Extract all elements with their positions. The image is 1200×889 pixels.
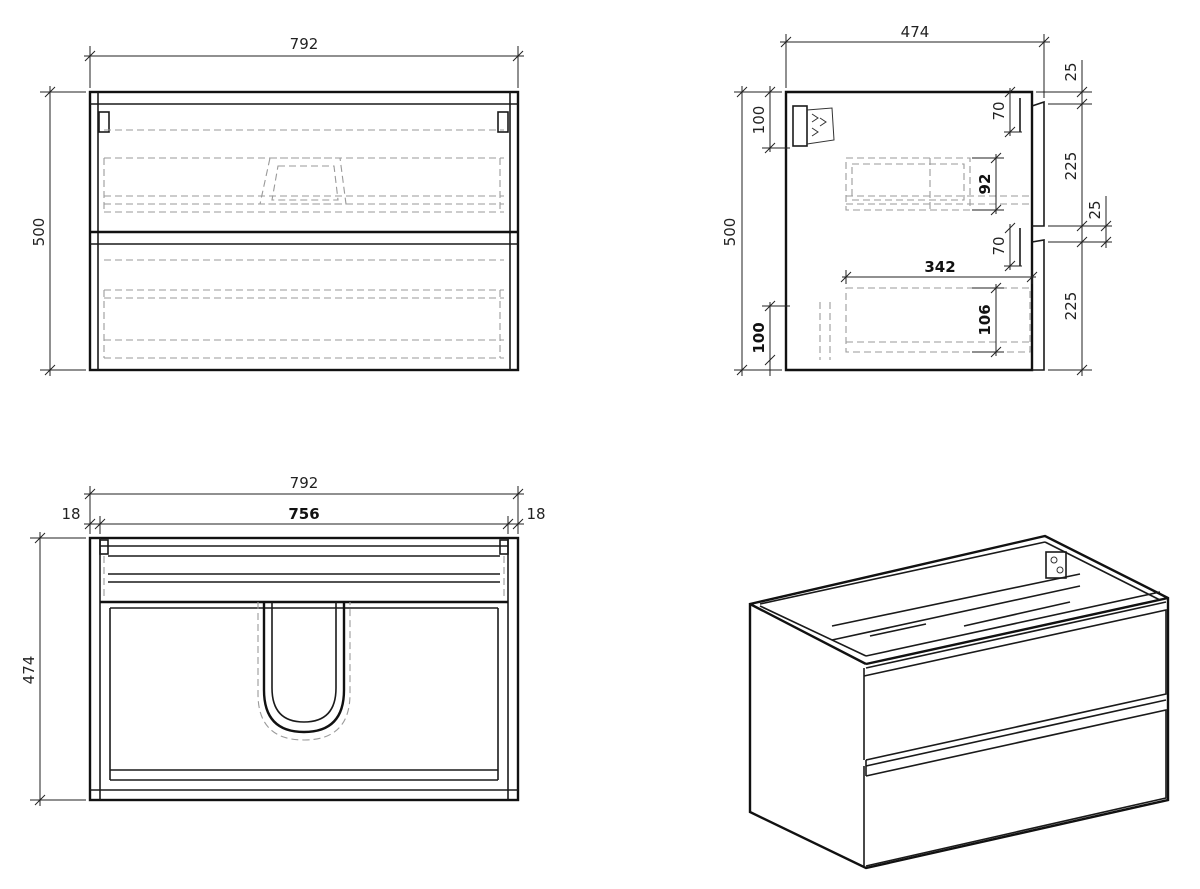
- top-outer-width-label: 792: [290, 474, 319, 492]
- svg-text:342: 342: [924, 258, 955, 276]
- top-outline: [88, 536, 520, 802]
- side-outline: [784, 90, 1034, 372]
- side-view: 474 500 100 100 92 106: [721, 23, 1112, 376]
- side-height-label: 500: [721, 218, 739, 247]
- hinge-icon: [792, 105, 808, 147]
- side-depth-label: 474: [901, 23, 930, 41]
- panel-right-label: 18: [526, 505, 545, 523]
- iso-upper-drawer: [863, 609, 1167, 761]
- cabinet-outline: [748, 534, 1170, 870]
- svg-text:25: 25: [1086, 200, 1104, 219]
- svg-text:92: 92: [976, 174, 994, 195]
- svg-text:225: 225: [1062, 152, 1080, 181]
- upper-drawer-front: [1031, 100, 1045, 227]
- siphon-cutout: [259, 157, 347, 205]
- iso-hinge-icon: [1045, 551, 1067, 579]
- hinge-left-icon: [98, 111, 110, 133]
- iso-lower-drawer: [865, 709, 1167, 867]
- top-depth-label: 474: [20, 656, 38, 685]
- front-view: 792 500: [30, 35, 524, 376]
- svg-text:225: 225: [1062, 292, 1080, 321]
- isometric-view: [748, 534, 1170, 870]
- svg-text:106: 106: [976, 304, 994, 335]
- slide-left-icon: [99, 539, 109, 555]
- hinge-right-icon: [497, 111, 509, 133]
- front-width-label: 792: [290, 35, 319, 53]
- svg-text:25: 25: [1062, 62, 1080, 81]
- top-inner-width-label: 756: [288, 505, 319, 523]
- siphon-u-cutout: [262, 602, 346, 734]
- svg-text:70: 70: [990, 101, 1008, 120]
- top-view: 792 756 18 18 474: [20, 474, 546, 806]
- svg-text:100: 100: [750, 106, 768, 135]
- svg-text:70: 70: [990, 236, 1008, 255]
- panel-left-label: 18: [61, 505, 80, 523]
- front-height-label: 500: [30, 218, 48, 247]
- slide-right-icon: [499, 539, 509, 555]
- svg-text:100: 100: [750, 322, 768, 353]
